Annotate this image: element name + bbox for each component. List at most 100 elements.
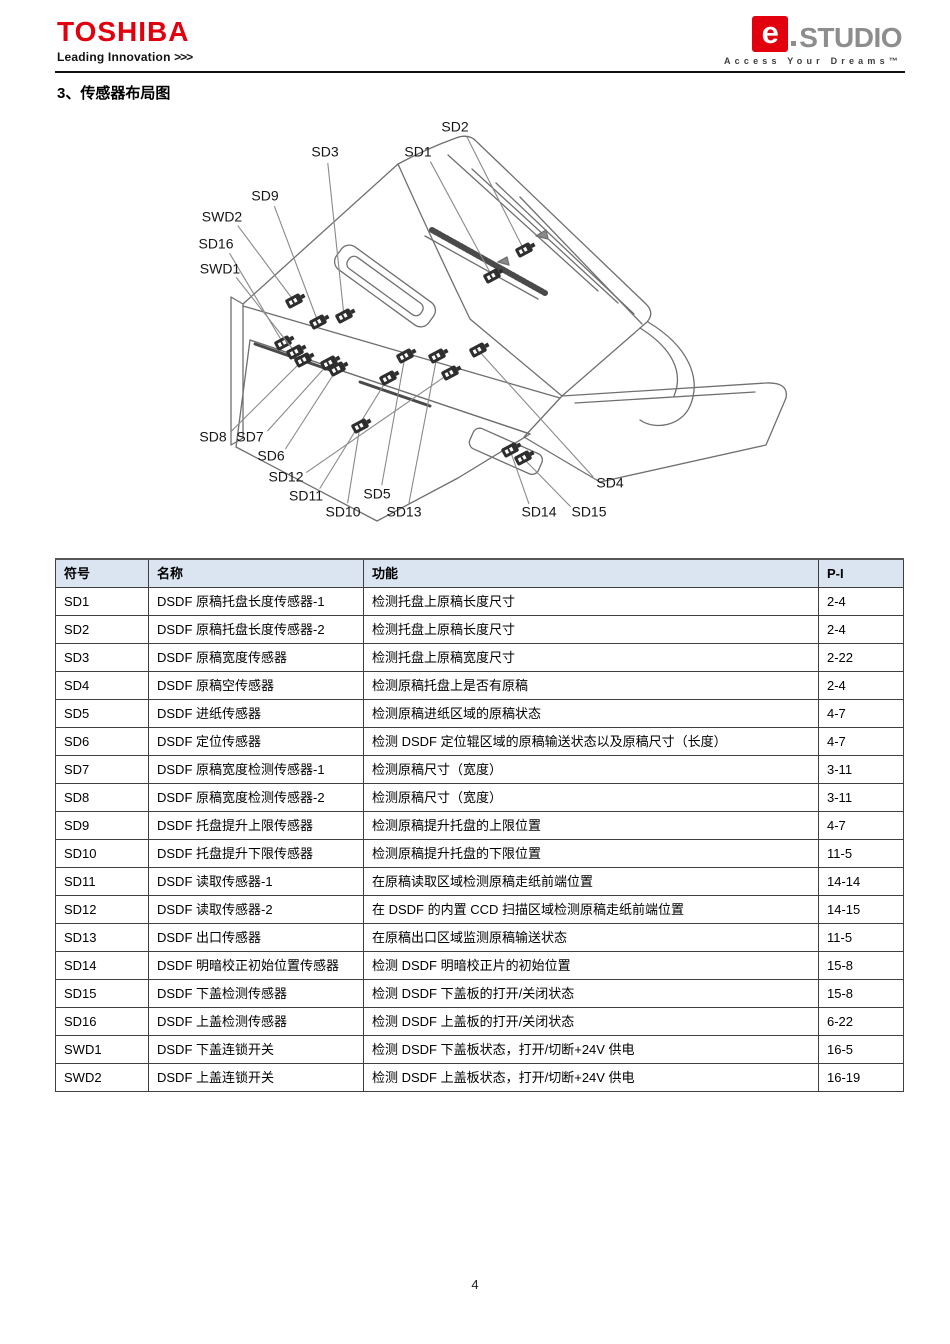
diagram-label-swd1: SWD1	[200, 261, 241, 277]
diagram-label-sd16: SD16	[198, 236, 233, 252]
diagram-label-sd1: SD1	[404, 144, 431, 160]
diagram-label-sd13: SD13	[386, 504, 421, 520]
cell-name: DSDF 原稿宽度检测传感器-2	[148, 783, 364, 812]
cell-function: 检测 DSDF 上盖板状态，打开/切断+24V 供电	[363, 1063, 819, 1092]
cell-symbol: SD8	[55, 783, 149, 812]
cell-name: DSDF 上盖连锁开关	[148, 1063, 364, 1092]
cell-name: DSDF 原稿宽度传感器	[148, 643, 364, 672]
leader-line-sd12	[305, 372, 451, 474]
cell-function: 检测托盘上原稿长度尺寸	[363, 587, 819, 616]
cell-pi: 16-5	[818, 1035, 904, 1064]
sensor-glyph-sd12	[441, 365, 462, 381]
sensor-glyph-sd7	[320, 355, 341, 371]
cell-function: 检测原稿尺寸（宽度）	[363, 755, 819, 784]
cell-pi: 11-5	[818, 923, 904, 952]
estudio-dot-icon	[791, 41, 797, 46]
cell-name: DSDF 读取传感器-2	[148, 895, 364, 924]
cell-pi: 4-7	[818, 699, 904, 728]
cell-symbol: SD14	[55, 951, 149, 980]
cell-symbol: SD4	[55, 671, 149, 700]
cell-name: DSDF 定位传感器	[148, 727, 364, 756]
leader-line-sd9	[273, 206, 319, 323]
cell-symbol: SD6	[55, 727, 149, 756]
cell-pi: 11-5	[818, 839, 904, 868]
cell-pi: 3-11	[818, 783, 904, 812]
cell-function: 在 DSDF 的内置 CCD 扫描区域检测原稿走纸前端位置	[363, 895, 819, 924]
cell-symbol: SD13	[55, 923, 149, 952]
diagram-label-sd10: SD10	[325, 504, 360, 520]
toshiba-tagline: Leading Innovation >>>	[57, 50, 193, 64]
cell-symbol: SWD2	[55, 1063, 149, 1092]
sensor-glyph-sd14	[501, 442, 522, 458]
sensor-glyph-swd2	[285, 293, 306, 309]
section-title: 3、传感器布局图	[57, 85, 171, 102]
estudio-logo: e STUDIO Access Your Dreams™	[724, 16, 902, 66]
cell-name: DSDF 上盖检测传感器	[148, 1007, 364, 1036]
diagram-label-sd4: SD4	[596, 475, 623, 491]
sensor-glyph-sd13	[428, 348, 449, 364]
page-number: 4	[471, 1277, 479, 1292]
cell-pi: 2-22	[818, 643, 904, 672]
diagram-label-sd9: SD9	[251, 188, 278, 204]
cell-pi: 15-8	[818, 951, 904, 980]
cell-function: 检测 DSDF 明暗校正片的初始位置	[363, 951, 819, 980]
sensor-glyph-sd6	[328, 361, 349, 377]
diagram-label-sd7: SD7	[236, 429, 263, 445]
sensor-glyph-sd1	[483, 268, 504, 284]
cell-symbol: SD9	[55, 811, 149, 840]
leader-line-sd16	[229, 252, 284, 344]
column-header-2: 功能	[363, 558, 819, 588]
diagram-label-sd3: SD3	[311, 144, 338, 160]
cell-name: DSDF 原稿托盘长度传感器-1	[148, 587, 364, 616]
leader-line-sd15	[522, 457, 571, 507]
diagram-label-swd2: SWD2	[202, 209, 243, 225]
leader-line-sd13	[408, 355, 438, 504]
cell-function: 检测原稿托盘上是否有原稿	[363, 671, 819, 700]
sensor-glyph-sd2	[515, 242, 536, 258]
cell-name: DSDF 下盖连锁开关	[148, 1035, 364, 1064]
cell-name: DSDF 进纸传感器	[148, 699, 364, 728]
leader-line-sd2	[466, 136, 525, 251]
cell-name: DSDF 明暗校正初始位置传感器	[148, 951, 364, 980]
sensor-glyph-sd3	[335, 308, 356, 324]
cell-name: DSDF 读取传感器-1	[148, 867, 364, 896]
cell-pi: 15-8	[818, 979, 904, 1008]
cell-function: 检测托盘上原稿宽度尺寸	[363, 643, 819, 672]
cell-symbol: SD3	[55, 643, 149, 672]
diagram-label-sd8: SD8	[199, 429, 226, 445]
leader-line-swd1	[235, 277, 296, 353]
diagram-label-sd6: SD6	[257, 448, 284, 464]
cell-name: DSDF 原稿宽度检测传感器-1	[148, 755, 364, 784]
cell-pi: 2-4	[818, 587, 904, 616]
estudio-e-icon: e	[752, 16, 789, 52]
cell-symbol: SD7	[55, 755, 149, 784]
sensor-glyph-sd5	[396, 348, 417, 364]
cell-function: 检测原稿尺寸（宽度）	[363, 783, 819, 812]
leader-line-sd1	[429, 161, 493, 277]
sensor-glyph-sd10	[351, 418, 372, 434]
diagram-label-sd5: SD5	[363, 486, 390, 502]
cell-pi: 14-14	[818, 867, 904, 896]
cell-function: 检测 DSDF 上盖板的打开/关闭状态	[363, 1007, 819, 1036]
column-header-3: P-I	[818, 558, 904, 588]
sensor-glyph-sd16	[274, 335, 295, 351]
leader-line-sd14	[509, 449, 530, 505]
diagram-label-sd15: SD15	[571, 504, 606, 520]
